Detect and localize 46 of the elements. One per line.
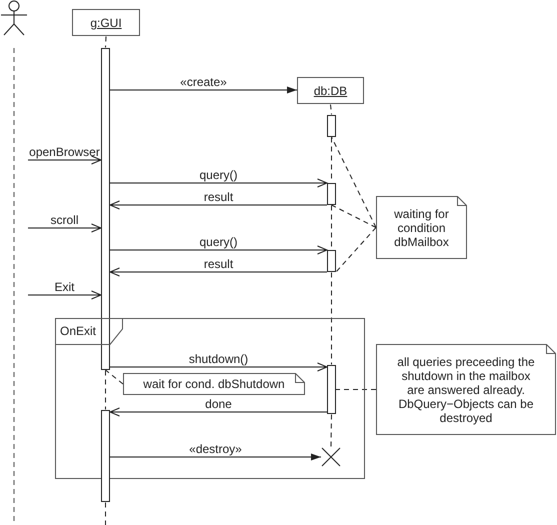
message-label: query() bbox=[200, 235, 238, 249]
message-label: openBrowser bbox=[29, 145, 100, 159]
message-label: «destroy» bbox=[189, 442, 242, 456]
message-label: Exit bbox=[54, 280, 74, 294]
message-arrow bbox=[28, 290, 102, 300]
lifeline bbox=[105, 502, 106, 525]
lifeline bbox=[330, 414, 332, 447]
anchor-line bbox=[336, 227, 376, 272]
message-label: «create» bbox=[180, 75, 227, 89]
note: wait for cond. dbShutdown bbox=[123, 373, 305, 395]
message-label: result bbox=[204, 190, 234, 204]
anchor-line bbox=[336, 389, 376, 390]
fragment-label: OnExit bbox=[55, 318, 123, 345]
activation-bar bbox=[327, 250, 336, 272]
anchor-line bbox=[331, 136, 376, 228]
lifeline bbox=[105, 36, 106, 48]
cross-icon bbox=[321, 447, 341, 467]
message-arrow bbox=[28, 156, 102, 164]
message-arrow bbox=[110, 246, 328, 254]
anchor-line bbox=[331, 204, 376, 228]
activation-bar bbox=[327, 365, 336, 414]
object-box: g:GUI bbox=[72, 9, 140, 36]
message-arrow bbox=[110, 454, 322, 460]
activation-bar bbox=[101, 48, 110, 370]
message-label: query() bbox=[200, 168, 238, 182]
lifeline bbox=[331, 272, 332, 365]
message-label: result bbox=[204, 257, 234, 271]
activation-bar bbox=[101, 410, 110, 502]
message-arrow bbox=[110, 200, 328, 210]
message-arrow bbox=[110, 86, 298, 94]
message-arrow bbox=[110, 408, 328, 416]
message-arrow bbox=[28, 224, 102, 232]
activation-bar bbox=[327, 183, 336, 205]
anchor-line bbox=[105, 370, 124, 384]
lifeline bbox=[330, 104, 332, 115]
message-arrow bbox=[110, 362, 328, 372]
lifeline bbox=[105, 370, 106, 410]
message-label: scroll bbox=[50, 213, 78, 227]
note: waiting for condition dbMailbox bbox=[376, 196, 467, 259]
message-label: done bbox=[205, 397, 232, 411]
message-arrow bbox=[110, 178, 328, 188]
activation-bar bbox=[327, 115, 336, 137]
note: all queries preceeding the shutdown in the mailbox are answered already. DbQuery−Objects can be destroyed bbox=[376, 344, 556, 435]
object-box: db:DB bbox=[297, 77, 364, 104]
message-arrow bbox=[110, 268, 328, 276]
message-label: shutdown() bbox=[188, 352, 248, 366]
